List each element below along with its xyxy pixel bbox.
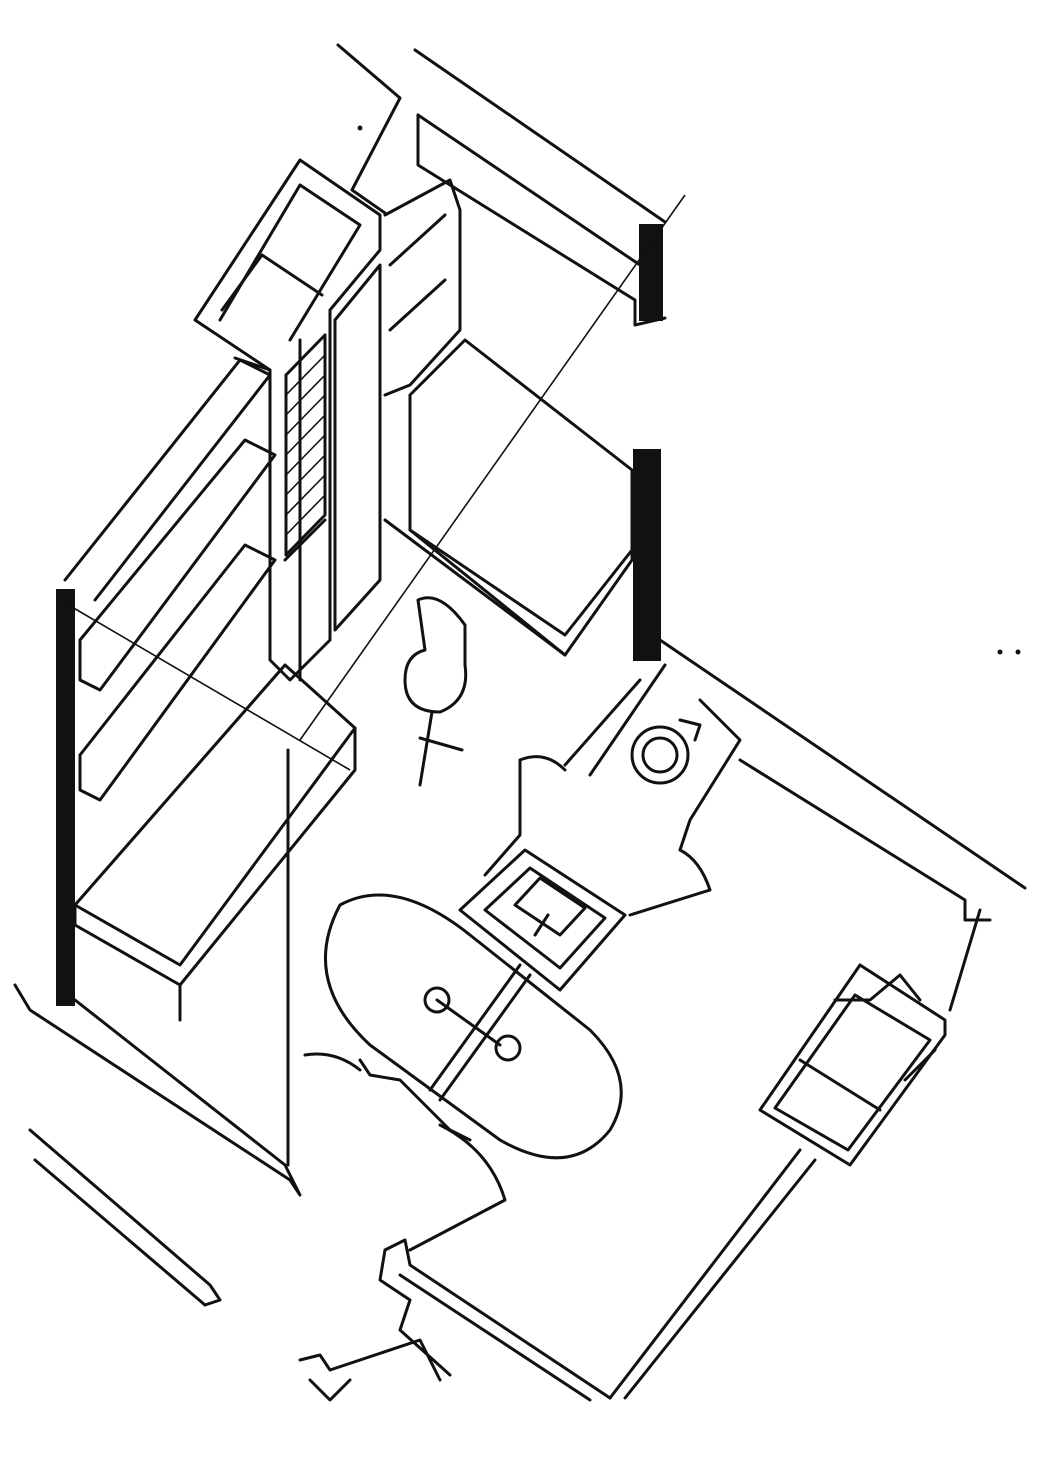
outer-walls-right: [563, 638, 1027, 922]
wall-section-top: [639, 224, 663, 321]
construction-lines: [59, 194, 686, 771]
faucet-1: [423, 986, 451, 1014]
sink-cabinet: [458, 848, 627, 992]
top-walls: [336, 43, 667, 327]
wall-section-right: [633, 449, 661, 661]
radiator-grille: [284, 333, 327, 557]
shelving-unit: [193, 158, 462, 682]
wardrobe-right: [608, 908, 982, 1400]
faucet-2: [494, 1034, 522, 1062]
toilet: [630, 718, 702, 785]
doors: [303, 755, 712, 1252]
bed-left: [73, 663, 357, 1167]
chair: [403, 596, 468, 787]
wall-section-left: [56, 589, 75, 1006]
specks: [357, 125, 1021, 655]
oval-bathtub: [324, 893, 623, 1160]
bed-right: [383, 338, 661, 661]
left-desk-shelf: [56, 358, 277, 1006]
lower-walls: [13, 983, 612, 1402]
